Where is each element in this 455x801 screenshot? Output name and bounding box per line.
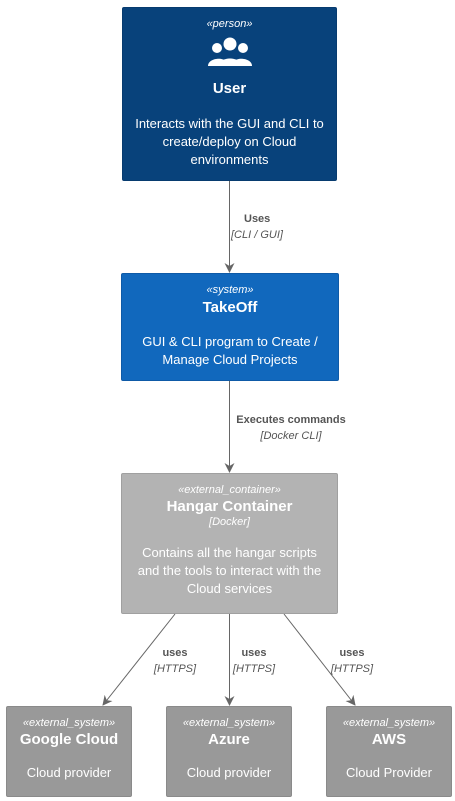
edge-user-takeoff-technology: [CLI / GUI] (231, 229, 283, 241)
edge-label-hangar-aws: uses [HTTPS] (322, 645, 382, 677)
edge-label-user-takeoff: Uses [CLI / GUI] (214, 211, 304, 243)
aws-stereotype: «external_system» (342, 717, 436, 729)
hangar-description: Contains all the hangar scripts and the … (137, 545, 322, 596)
edge-label-hangar-gcloud: uses [HTTPS] (145, 645, 205, 677)
arrow-hangar-to-aws (283, 613, 356, 706)
hangar-stereotype: «external_container» (178, 484, 281, 496)
user-person-node[interactable]: «person» User Interacts with the GUI and… (122, 7, 337, 181)
hangar-title: Hangar Container (166, 498, 293, 515)
aws-title: AWS (371, 731, 407, 748)
edge-hangar-aws-label: uses (339, 647, 365, 659)
edge-hangar-azure-technology: [HTTPS] (232, 663, 276, 675)
aws-description: Cloud Provider (346, 765, 432, 780)
aws-system-node[interactable]: «external_system» AWS Cloud Provider (326, 706, 452, 797)
gcloud-description: Cloud provider (26, 765, 112, 780)
takeoff-stereotype: «system» (206, 284, 254, 296)
takeoff-description: GUI & CLI program to Create / Manage Clo… (142, 334, 318, 367)
edge-hangar-azure-label: uses (241, 647, 267, 659)
user-title: User (212, 80, 247, 97)
edge-hangar-aws-technology: [HTTPS] (330, 663, 374, 675)
gcloud-stereotype: «external_system» (22, 717, 116, 729)
edge-label-takeoff-hangar: Executes commands [Docker CLI] (229, 412, 353, 444)
takeoff-system-node[interactable]: «system» TakeOff GUI & CLI program to Cr… (121, 273, 339, 381)
gcloud-title: Google Cloud (19, 731, 119, 748)
users-icon (206, 36, 254, 70)
arrow-hangar-to-gcloud (102, 613, 176, 706)
edge-user-takeoff-label: Uses (244, 213, 271, 225)
edge-hangar-gcloud-technology: [HTTPS] (153, 663, 197, 675)
azure-system-node[interactable]: «external_system» Azure Cloud provider (166, 706, 292, 797)
edge-label-hangar-azure: uses [HTTPS] (224, 645, 284, 677)
hangar-container-node[interactable]: «external_container» Hangar Container [D… (121, 473, 338, 614)
google-cloud-system-node[interactable]: «external_system» Google Cloud Cloud pro… (6, 706, 132, 797)
azure-stereotype: «external_system» (182, 717, 276, 729)
user-description: Interacts with the GUI and CLI to create… (135, 116, 324, 167)
edge-takeoff-hangar-label: Executes commands (236, 414, 346, 426)
edge-hangar-gcloud-label: uses (162, 647, 188, 659)
azure-description: Cloud provider (186, 765, 272, 780)
hangar-technology: [Docker] (209, 516, 250, 528)
azure-title: Azure (208, 731, 250, 748)
takeoff-title: TakeOff (202, 299, 258, 316)
user-stereotype: «person» (206, 18, 253, 30)
edge-takeoff-hangar-technology: [Docker CLI] (260, 430, 322, 442)
